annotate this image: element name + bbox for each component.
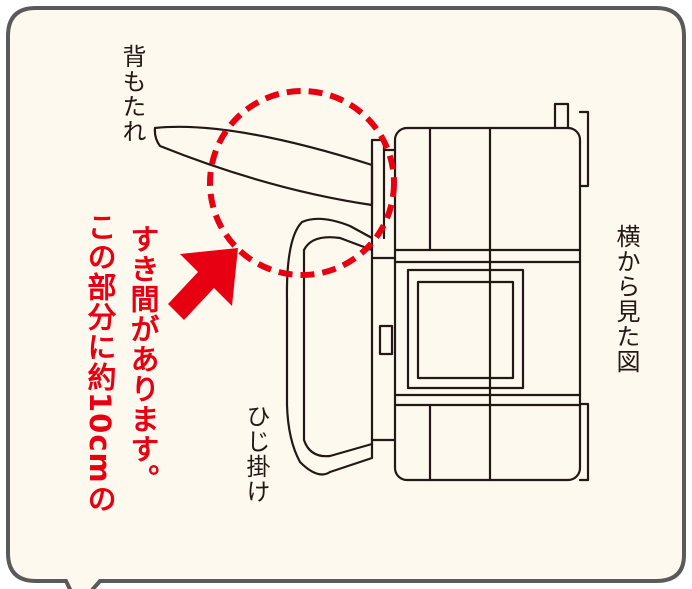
armrest-support bbox=[370, 256, 397, 442]
gap-note-line2: すき間があります。 bbox=[126, 224, 160, 494]
connector-block bbox=[378, 324, 394, 356]
armrest-label: ひじ掛け bbox=[242, 404, 270, 504]
seat-division-lines bbox=[428, 126, 492, 482]
gap-note-line1: この部分に約10cmの bbox=[83, 212, 117, 514]
red-arrow-icon bbox=[168, 248, 238, 320]
side-view-label: 横から見た図 bbox=[612, 224, 640, 374]
seat-band-lines bbox=[393, 248, 582, 407]
seat-center-panel bbox=[406, 268, 525, 390]
dashed-circle-icon bbox=[207, 88, 397, 278]
backrest-label: 背もたれ bbox=[118, 44, 146, 144]
right-mount-rails bbox=[553, 102, 590, 482]
armrest bbox=[285, 217, 374, 476]
seat-center-inner bbox=[416, 280, 515, 380]
backrest-board bbox=[153, 125, 374, 207]
seat-body-outline bbox=[393, 126, 582, 482]
armrest-inner bbox=[302, 236, 374, 458]
